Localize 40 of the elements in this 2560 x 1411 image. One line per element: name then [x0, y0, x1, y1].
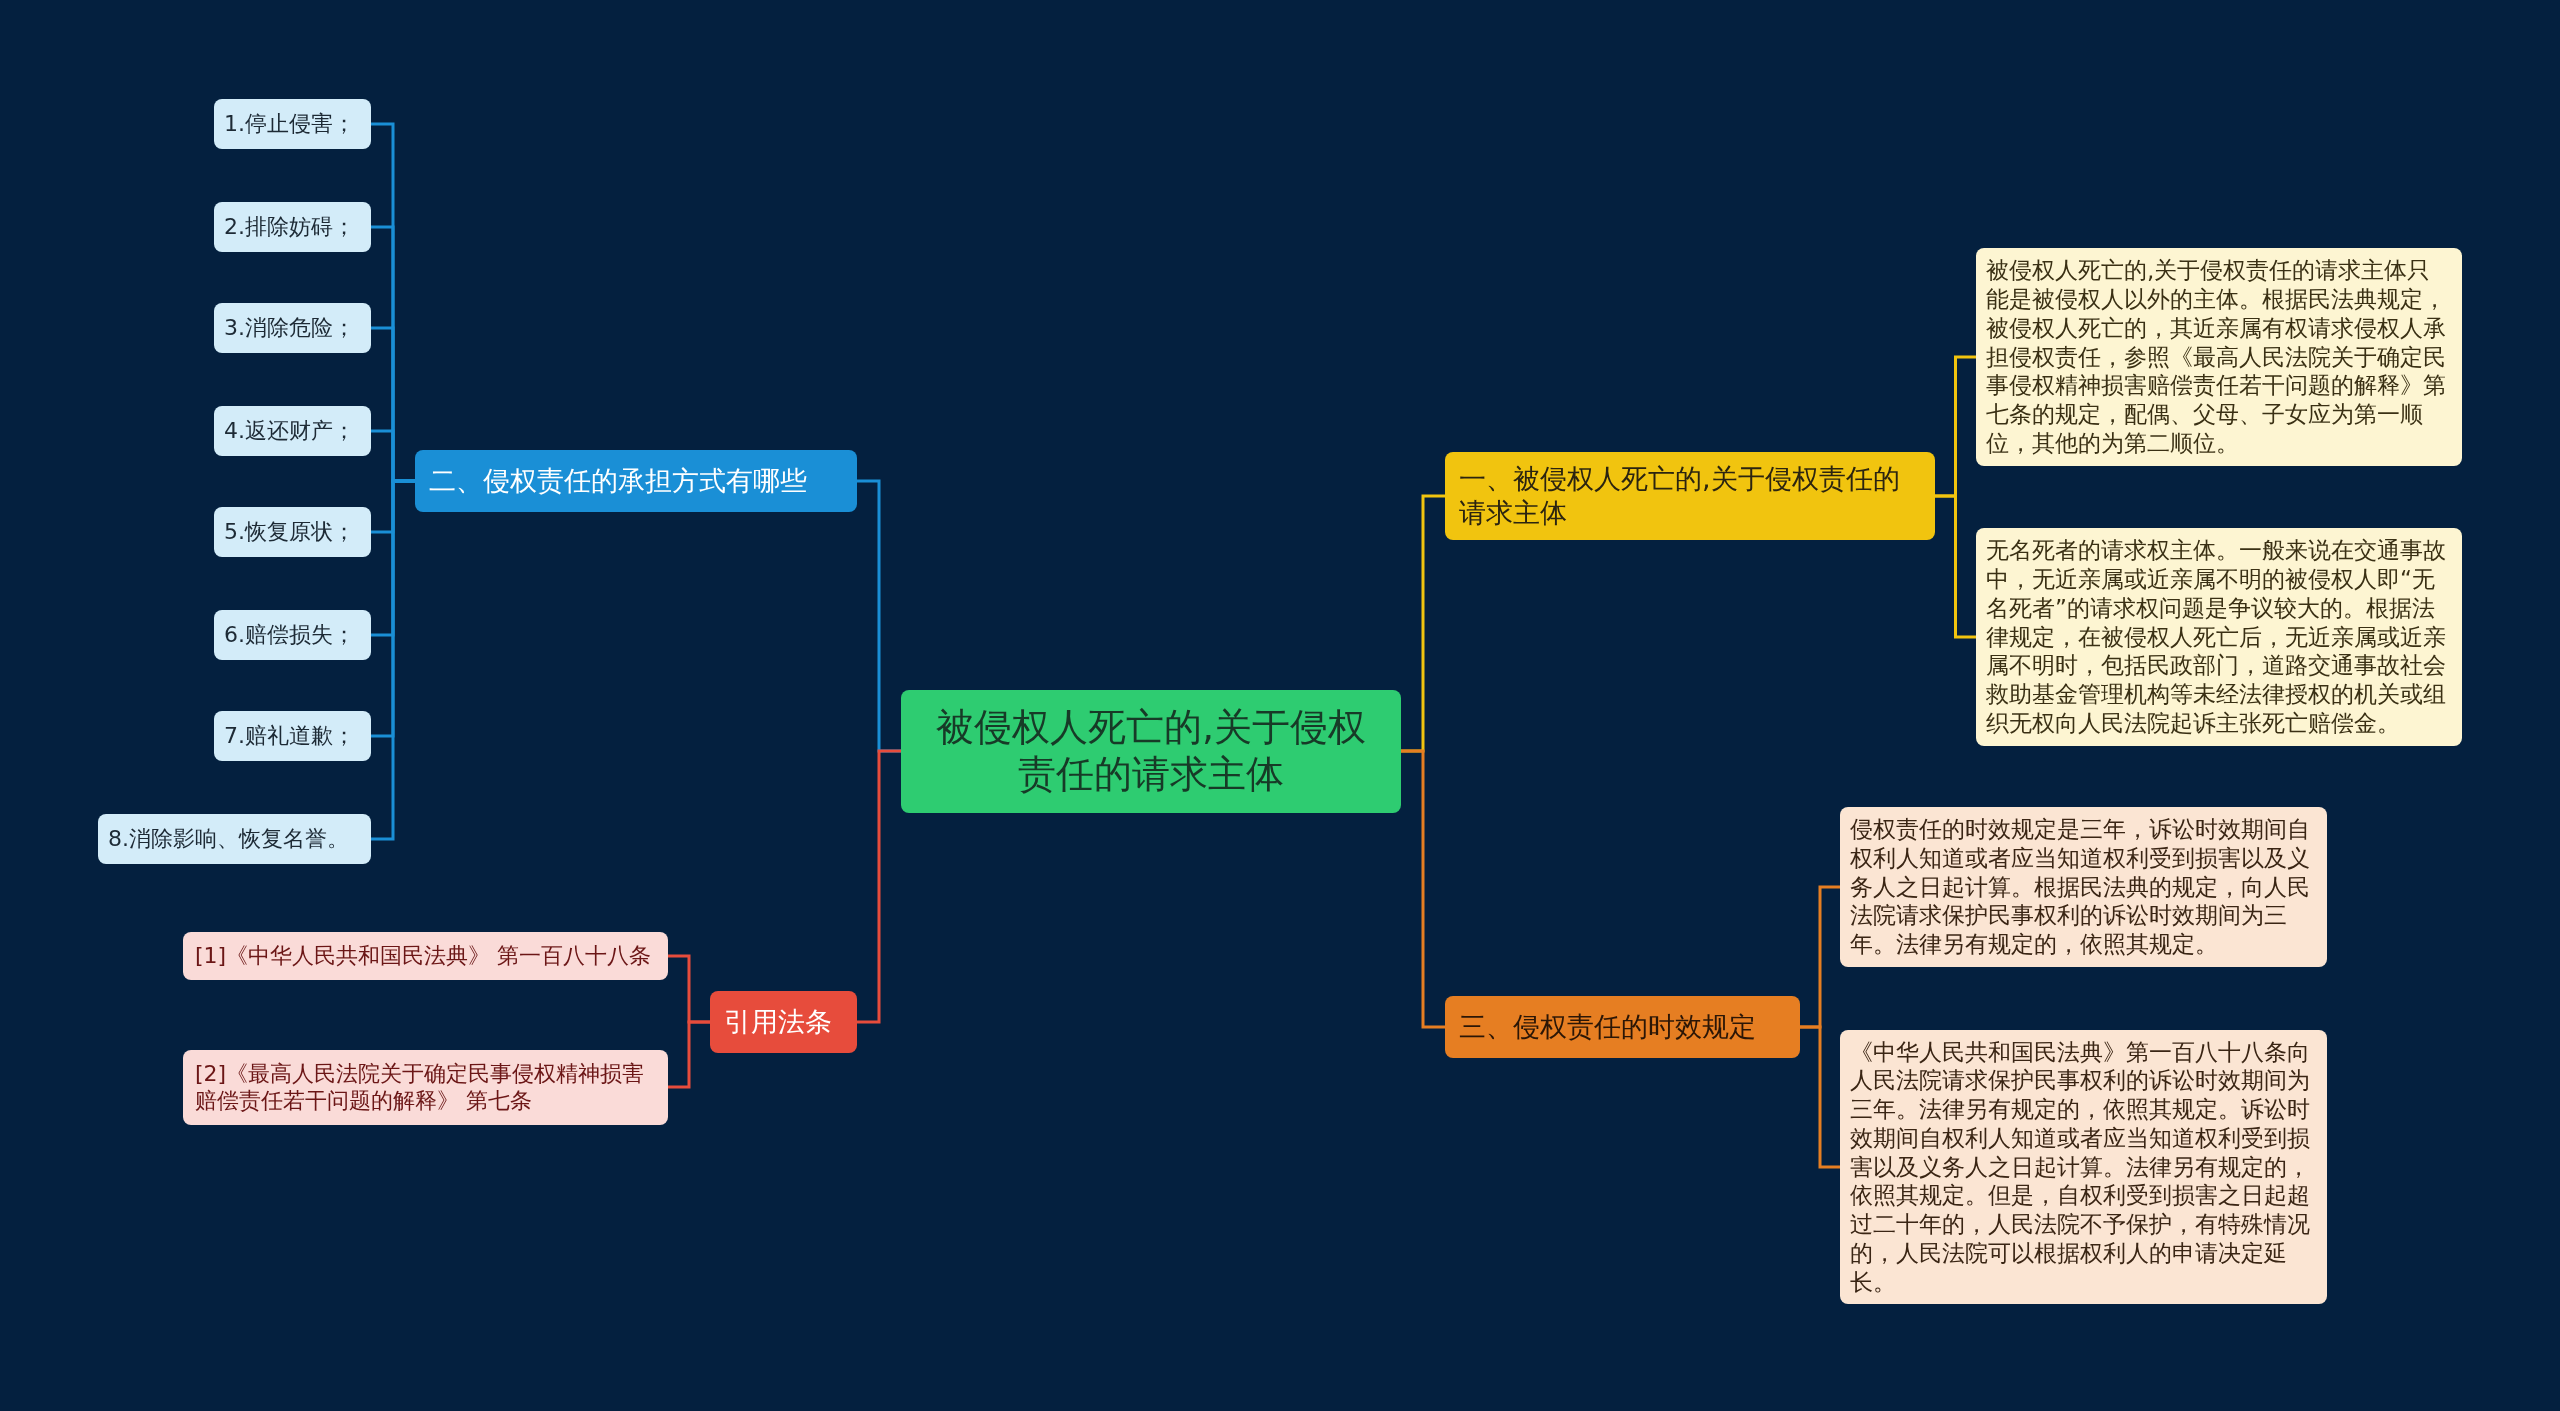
list-item-box	[98, 814, 371, 864]
node-text: 1.停止侵害；	[224, 110, 356, 138]
connector-line	[857, 749, 901, 1024]
connector-line	[1800, 1025, 1840, 1169]
connector-line	[1935, 494, 1976, 639]
node-text: 三、侵权责任的时效规定	[1459, 1010, 1757, 1044]
root-topic-box	[901, 689, 1401, 813]
reference-box	[183, 1049, 668, 1125]
node-text: 无名死者的请求权主体。一般来说在交通事故中，无近亲属或近亲属不明的被侵权人即“无名死者”的请求权问题是争议较大的。根据法律规定，在被侵权人死亡后，无近亲属或近亲属不明时，包括民政部门，道路交通事故社会救助基金管理机构等未经法律授权的机关或组织无权向人民法院起诉主张死亡赔偿金。	[1986, 536, 2447, 738]
node-text: 被侵权人死亡的,关于侵权责任的请求主体只能是被侵权人以外的主体。根据民法典规定，被侵权人死亡的，其近亲属有权请求侵权人承担侵权责任，参照《最高人民法院关于确定民事侵权精神损害赔偿责任若干问题的解释》第七条的规定，配偶、父母、子女应为第一顺位，其他的为第二顺位。	[1986, 256, 2447, 458]
node-text: 3.消除危险；	[224, 314, 356, 342]
node-text: 6.赔偿损失；	[224, 621, 356, 649]
connector-line	[668, 1020, 710, 1089]
node-text: [2]《最高人民法院关于确定民事侵权精神损害赔偿责任若干问题的解释》 第七条	[195, 1059, 646, 1115]
node-text: 2.排除妨碍；	[224, 213, 356, 241]
connector-line	[1401, 749, 1445, 1029]
list-item-box	[214, 99, 371, 149]
node-text: 二、侵权责任的承担方式有哪些	[429, 464, 808, 498]
connector-line	[371, 479, 415, 841]
node-text: [1]《中华人民共和国民法典》 第一百八十八条	[195, 942, 653, 970]
branch-topic-box	[415, 450, 857, 512]
reference-box	[183, 932, 668, 980]
list-item-box	[214, 711, 371, 761]
node-text: 《中华人民共和国民法典》第一百八十八条向人民法院请求保护民事权利的诉讼时效期间为三年。法律另有规定的，依照其规定。诉讼时效期间自权利人知道或者应当知道权利受到损害以及义务人之日起计算。法律另有规定的，依照其规定。但是，自权利受到损害之日起超过二十年的，人民法院不予保护，有特殊情况的，人民法院可以根据权利人的申请决定延长。	[1850, 1037, 2311, 1297]
node-text: 5.恢复原状；	[224, 518, 356, 546]
node-text: 一、被侵权人死亡的,关于侵权责任的请求主体	[1459, 462, 1901, 530]
branch-topic-box	[710, 991, 857, 1053]
node-text: 引用法条	[724, 1005, 833, 1039]
branch-topic-box	[1445, 996, 1800, 1058]
list-item-box	[214, 610, 371, 660]
node-text: 侵权责任的时效规定是三年，诉讼时效期间自权利人知道或者应当知道权利受到损害以及义务人之日起计算。根据民法典的规定，向人民法院请求保护民事权利的诉讼时效期间为三年。法律另有规定的，依照其规定。	[1850, 815, 2311, 959]
node-text: 8.消除影响、恢复名誉。	[108, 825, 350, 853]
node-text: 4.返还财产；	[224, 417, 356, 445]
node-text: 7.赔礼道歉；	[224, 722, 356, 750]
list-item-box	[214, 406, 371, 456]
branch-topic-box	[1445, 452, 1935, 540]
list-item-box	[214, 202, 371, 252]
list-item-box	[214, 303, 371, 353]
node-text: 被侵权人死亡的,关于侵权责任的请求主体	[934, 703, 1368, 798]
list-item-box	[214, 507, 371, 557]
